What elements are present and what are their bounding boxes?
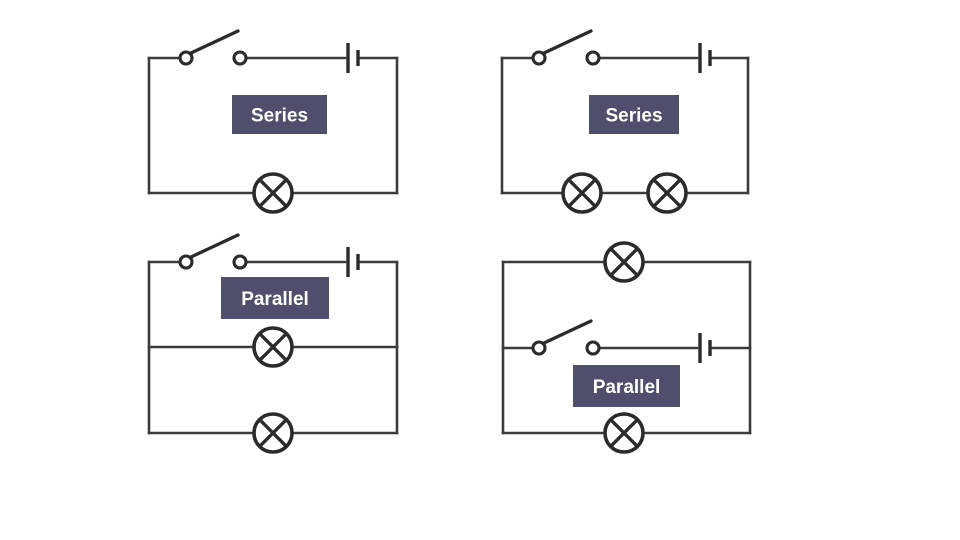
circuit-series-one-lamp: Series <box>147 29 399 214</box>
cell-symbol <box>346 247 360 277</box>
label-text: Series <box>605 106 662 127</box>
cell-symbol <box>698 333 712 363</box>
lamp-symbol <box>252 412 294 454</box>
label-text: Parallel <box>241 289 309 310</box>
lamp-symbol <box>646 172 688 214</box>
lamp-symbol <box>252 172 294 214</box>
circuit-parallel-source-top: Parallel <box>147 233 399 454</box>
label-badge: Series <box>589 95 679 134</box>
open-switch-symbol <box>178 233 248 270</box>
circuit-series-two-lamps: Series <box>500 29 750 214</box>
circuit-parallel-source-middle: Parallel <box>501 241 752 454</box>
label-badge: Parallel <box>573 365 680 407</box>
label-badge-bg <box>573 365 680 407</box>
lamp-symbol <box>252 326 294 368</box>
label-text: Parallel <box>593 377 661 398</box>
lamp-symbol <box>603 412 645 454</box>
wire-loop <box>500 56 750 195</box>
label-badge-bg <box>232 95 327 134</box>
lamp-symbol <box>603 241 645 283</box>
cell-symbol <box>698 43 712 73</box>
label-badge: Parallel <box>221 277 329 319</box>
cell-symbol <box>346 43 360 73</box>
label-badge-bg <box>589 95 679 134</box>
label-text: Series <box>251 106 308 127</box>
open-switch-symbol <box>531 319 601 356</box>
label-badge-bg <box>221 277 329 319</box>
label-badge: Series <box>232 95 327 134</box>
open-switch-symbol <box>531 29 601 66</box>
open-switch-symbol <box>178 29 248 66</box>
lamp-symbol <box>561 172 603 214</box>
